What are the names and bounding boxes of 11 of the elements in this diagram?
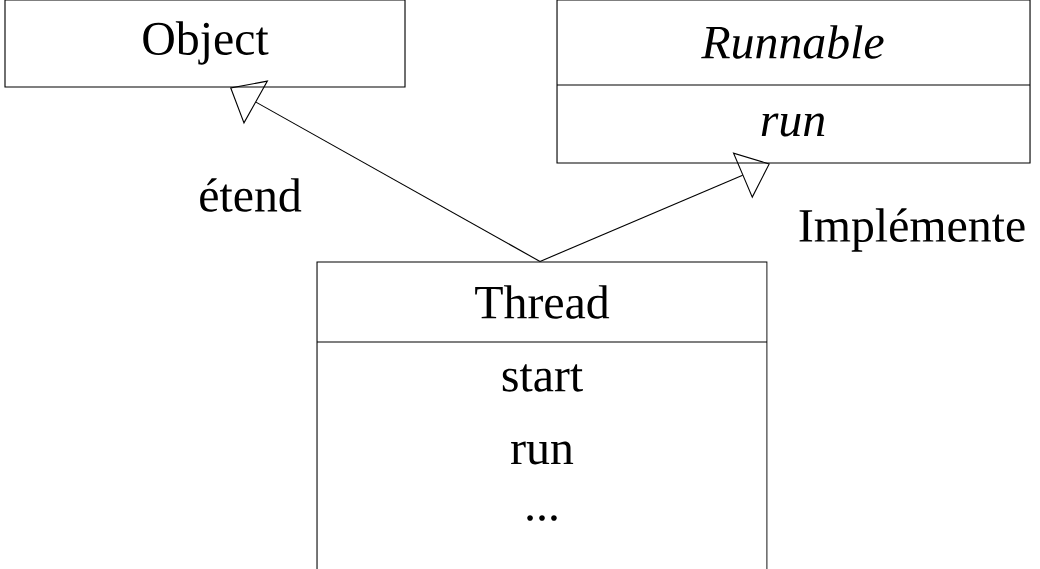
method-name: run [761, 113, 825, 137]
method-name: start [502, 364, 583, 392]
class-name: Runnable [701, 25, 884, 59]
method-name: ... [527, 515, 557, 521]
method-name: run [511, 441, 574, 465]
inheritance-arrow [539, 152, 770, 262]
edge-label: étend [196, 176, 304, 214]
class-name: Object [143, 21, 269, 65]
edge-label: Implémente [796, 206, 1028, 254]
class-name: Thread [475, 285, 610, 319]
inheritance-arrow [230, 80, 541, 262]
